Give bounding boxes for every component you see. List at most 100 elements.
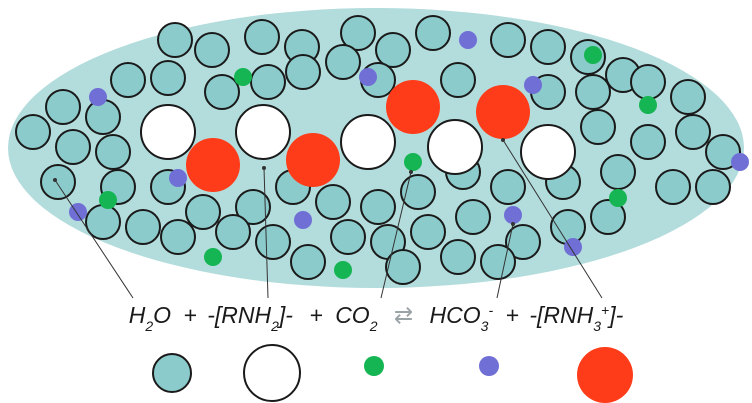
reaction-equation: H2O + -[RNH2]- + CO2 ⇄ HCO3- + -[RNH3+]- — [129, 302, 624, 334]
water-molecule — [85, 99, 121, 135]
water-molecule — [157, 22, 193, 58]
pointer-lines — [53, 138, 603, 299]
eq-amine-tail: ]- — [277, 302, 293, 328]
water-molecule — [410, 214, 446, 250]
water-molecule — [630, 124, 666, 160]
bicarbonate-ion — [459, 31, 477, 49]
water-molecule — [95, 134, 131, 170]
co2-molecule — [99, 191, 117, 209]
water-molecule — [530, 29, 566, 65]
water-molecule — [490, 22, 526, 58]
pointer-bicarbonate-tip — [511, 222, 515, 226]
water-molecule — [185, 194, 221, 230]
pointer-amine — [263, 167, 269, 299]
eq-co2-sub: 2 — [369, 318, 378, 334]
co2-molecule — [609, 189, 627, 207]
co2-molecule-icon — [364, 356, 384, 376]
eq-bicarbonate-sup: - — [488, 302, 493, 318]
water-molecule — [330, 219, 366, 255]
pointer-protonated-amine-tip — [501, 138, 505, 142]
eq-plus-1: + — [183, 302, 196, 328]
water-molecule — [440, 62, 476, 98]
eq-amine-sub: 2 — [270, 318, 279, 334]
amine-group — [520, 124, 576, 180]
eq-protonated-amine: -[RNH — [529, 302, 593, 328]
protonated-amine-group — [386, 80, 440, 134]
eq-protonated-amine-tail: ]- — [607, 302, 623, 328]
co2-molecule — [639, 96, 657, 114]
water-molecule — [415, 15, 451, 51]
bicarbonate-ion — [564, 238, 582, 256]
eq-water: H — [129, 302, 146, 328]
co2-molecule — [584, 46, 602, 64]
water-molecule — [215, 214, 251, 250]
eq-co2: CO — [335, 302, 370, 328]
water-molecule — [670, 79, 706, 115]
water-molecule — [630, 64, 666, 100]
water-molecule — [455, 199, 491, 235]
pointer-bicarbonate — [496, 223, 514, 299]
water-molecule — [110, 62, 146, 98]
small-molecules — [69, 31, 749, 279]
water-molecule — [385, 249, 421, 285]
water-molecules — [15, 15, 741, 285]
pointer-co2-tip — [409, 170, 413, 174]
water-molecule — [600, 154, 636, 190]
water-molecule — [244, 19, 280, 55]
water-molecule-icon — [152, 353, 192, 393]
eq-bicarbonate: HCO — [430, 302, 481, 328]
co2-molecule — [334, 261, 352, 279]
water-molecule — [125, 209, 161, 245]
co2-molecule — [234, 68, 252, 86]
legend — [152, 344, 633, 403]
eq-equilibrium-arrow: ⇄ — [394, 302, 413, 328]
eq-protonated-amine-sup: + — [601, 302, 609, 318]
amine-group — [140, 104, 196, 160]
eq-protonated-amine-sub: 3 — [593, 318, 601, 334]
pointer-co2 — [380, 171, 412, 299]
water-molecule — [40, 164, 76, 200]
water-molecule — [490, 169, 526, 205]
bicarbonate-ion — [731, 153, 749, 171]
protonated-amine-group — [286, 133, 340, 187]
eq-amine: -[RNH — [207, 302, 271, 328]
bicarbonate-ion — [359, 68, 377, 86]
bicarbonate-ion — [169, 169, 187, 187]
protonated-amine-group — [476, 85, 530, 139]
bicarbonate-ion — [524, 76, 542, 94]
pointer-amine-tip — [262, 166, 266, 170]
water-molecule — [550, 209, 586, 245]
water-molecule — [315, 184, 351, 220]
amine-group — [235, 104, 291, 160]
eq-water-sub: 2 — [144, 318, 153, 334]
amine-group-icon — [243, 344, 301, 402]
eq-water-tail: O — [153, 302, 171, 328]
water-molecule — [194, 32, 230, 68]
water-molecule — [590, 199, 626, 235]
water-molecule — [55, 129, 91, 165]
water-molecule — [235, 189, 271, 225]
eq-plus-3: + — [506, 302, 519, 328]
bicarbonate-ion-icon — [479, 356, 499, 376]
water-molecule — [375, 32, 411, 68]
water-molecule — [360, 189, 396, 225]
water-molecule — [255, 224, 291, 260]
water-molecule — [15, 114, 51, 150]
water-molecule — [655, 169, 691, 205]
eq-plus-2: + — [309, 302, 322, 328]
co2-molecule — [404, 153, 422, 171]
water-molecule — [675, 114, 711, 150]
bicarbonate-ion — [294, 211, 312, 229]
bicarbonate-ion — [504, 206, 522, 224]
protonated-amine-group — [186, 138, 240, 192]
water-molecule — [204, 74, 240, 110]
eq-bicarbonate-sub: 3 — [481, 318, 489, 334]
co2-molecule — [204, 248, 222, 266]
water-molecule — [285, 54, 321, 90]
water-molecule — [400, 174, 436, 210]
amine-group — [427, 119, 483, 175]
water-molecule — [480, 244, 516, 280]
water-molecule — [290, 244, 326, 280]
water-molecule — [340, 15, 376, 51]
